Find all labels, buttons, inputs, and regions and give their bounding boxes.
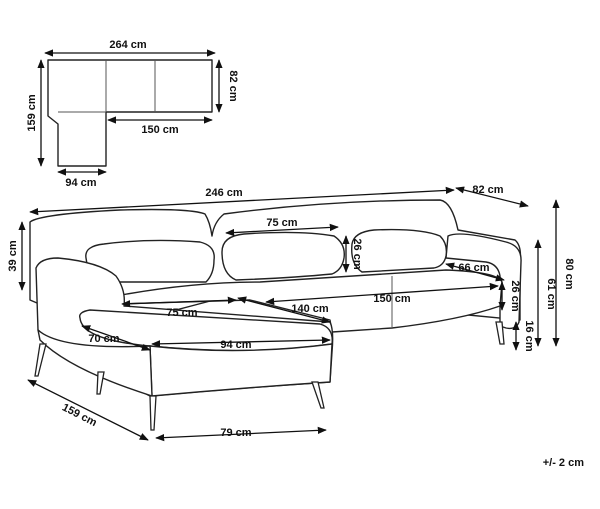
leg-front-mid bbox=[96, 371, 105, 395]
chaise-width-arrow bbox=[151, 336, 331, 348]
depth-label: 82 cm bbox=[472, 184, 503, 196]
armrest-label: 66 cm bbox=[458, 262, 489, 274]
leg-chaise-right bbox=[311, 381, 325, 409]
seat-height-label: 26 cm bbox=[509, 280, 521, 311]
cushion-width-arrow bbox=[225, 223, 339, 237]
tolerance-label: +/- 2 cm bbox=[543, 457, 584, 469]
chaise-front-label: 79 cm bbox=[220, 427, 251, 439]
leg-height-label: 16 cm bbox=[523, 320, 535, 351]
chaise-width-label: 94 cm bbox=[220, 339, 251, 351]
seat-length-label: 150 cm bbox=[373, 293, 411, 305]
sofa-base-front bbox=[149, 343, 333, 397]
chaise-length-arrow bbox=[237, 296, 331, 324]
cushion-width-label: 75 cm bbox=[266, 217, 297, 229]
sofa-dimensions: 246 cm 82 cm 39 cm 75 cm 26 cm 66 cm 26 … bbox=[7, 184, 575, 442]
cushion-height-label: 26 cm bbox=[351, 238, 363, 269]
armrest-arrow bbox=[445, 262, 505, 282]
overall-height-label: 80 cm bbox=[563, 258, 575, 289]
leg-front-right bbox=[149, 395, 157, 431]
plan-view: 264 cm 82 cm 159 cm 150 cm 94 cm bbox=[26, 39, 239, 189]
leg-back-right bbox=[495, 321, 505, 345]
chaise-total-arrow bbox=[27, 379, 149, 441]
total-width-label: 246 cm bbox=[205, 187, 243, 199]
plan-inner-length-label: 150 cm bbox=[141, 124, 179, 136]
leg-front-left bbox=[34, 343, 47, 377]
plan-chaise-width-label: 94 cm bbox=[65, 177, 96, 189]
sofa-drawing bbox=[29, 199, 522, 431]
back-height-label: 39 cm bbox=[7, 240, 19, 271]
chaise-front-arrow bbox=[155, 426, 327, 442]
depth-arrow bbox=[455, 186, 529, 208]
chaise-depth-arrow bbox=[81, 325, 151, 351]
back-cushion-middle bbox=[221, 231, 345, 281]
plan-outline bbox=[47, 59, 213, 167]
seat-level-label: 61 cm bbox=[545, 278, 557, 309]
total-width-arrow bbox=[29, 186, 455, 216]
chaise-depth-label: 70 cm bbox=[88, 333, 119, 345]
plan-width-label: 264 cm bbox=[109, 39, 147, 51]
back-cushion-right bbox=[351, 228, 448, 273]
chaise-seat-arrow bbox=[121, 296, 237, 308]
plan-depth-left-label: 159 cm bbox=[26, 94, 38, 132]
chaise-length-label: 140 cm bbox=[291, 303, 329, 315]
chaise-seat-label: 75 cm bbox=[166, 307, 197, 319]
plan-height-right-label: 82 cm bbox=[227, 70, 239, 101]
